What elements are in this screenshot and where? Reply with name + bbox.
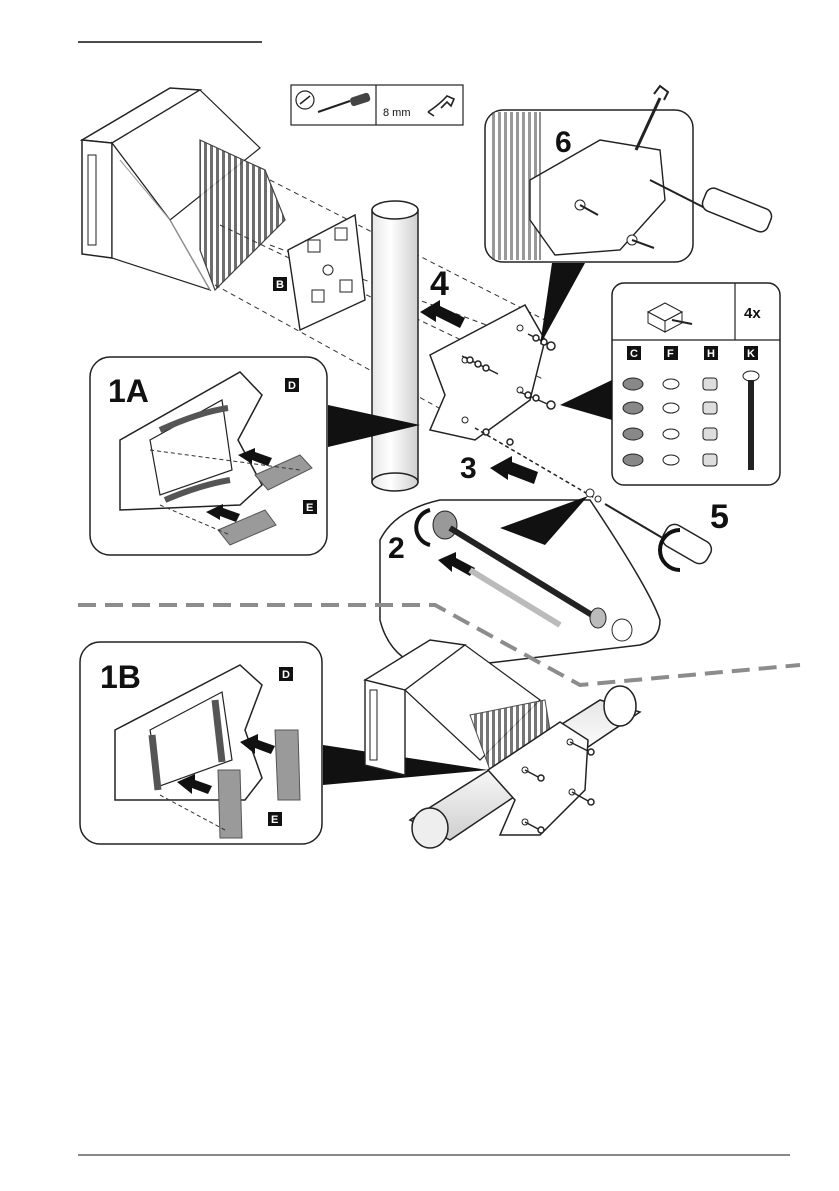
pipe-vertical: [372, 201, 418, 491]
callout-pointer-kit: [560, 380, 612, 420]
svg-text:E: E: [306, 502, 313, 514]
option-1a-label: 1A: [108, 373, 149, 409]
label-e-2: E: [268, 812, 282, 826]
svg-text:B: B: [276, 279, 284, 291]
bracket-b: [288, 215, 365, 330]
gasket-e-4: [218, 770, 242, 838]
callout-1a: 1A D E: [90, 357, 327, 555]
label-d-2: D: [279, 667, 293, 681]
gasket-e-3: [275, 730, 300, 800]
svg-text:H: H: [707, 348, 715, 360]
callout-1b: 1B D E: [80, 642, 322, 844]
long-bolt: [475, 428, 601, 502]
option-1b-label: 1B: [100, 659, 141, 695]
tool-box: 8 mm: [291, 85, 463, 125]
quantity-label: 4x: [744, 305, 761, 322]
label-d: D: [285, 378, 299, 392]
step-2-label: 2: [388, 532, 405, 565]
svg-text:D: D: [288, 380, 296, 392]
step-5-label: 5: [710, 498, 729, 536]
clamp-plate-top: [430, 305, 545, 440]
svg-text:E: E: [271, 814, 278, 826]
label-e: E: [303, 500, 317, 514]
step-3-label: 3: [460, 452, 477, 485]
label-c: C: [627, 346, 641, 360]
label-k: K: [744, 346, 758, 360]
callout-pointer-6: [540, 263, 585, 345]
controller-top: [82, 88, 285, 290]
label-h: H: [704, 346, 718, 360]
svg-text:C: C: [630, 348, 638, 360]
svg-text:F: F: [667, 348, 674, 360]
label-b: B: [273, 277, 287, 291]
svg-text:D: D: [282, 669, 290, 681]
parts-kit-table: 4x C F H K: [612, 283, 780, 485]
svg-text:K: K: [747, 348, 755, 360]
label-f: F: [664, 346, 678, 360]
step-4-label: 4: [430, 265, 449, 303]
step-6-label: 6: [555, 126, 572, 159]
wrench-size-label: 8 mm: [383, 107, 411, 119]
callout-step-6: 6: [485, 86, 774, 262]
